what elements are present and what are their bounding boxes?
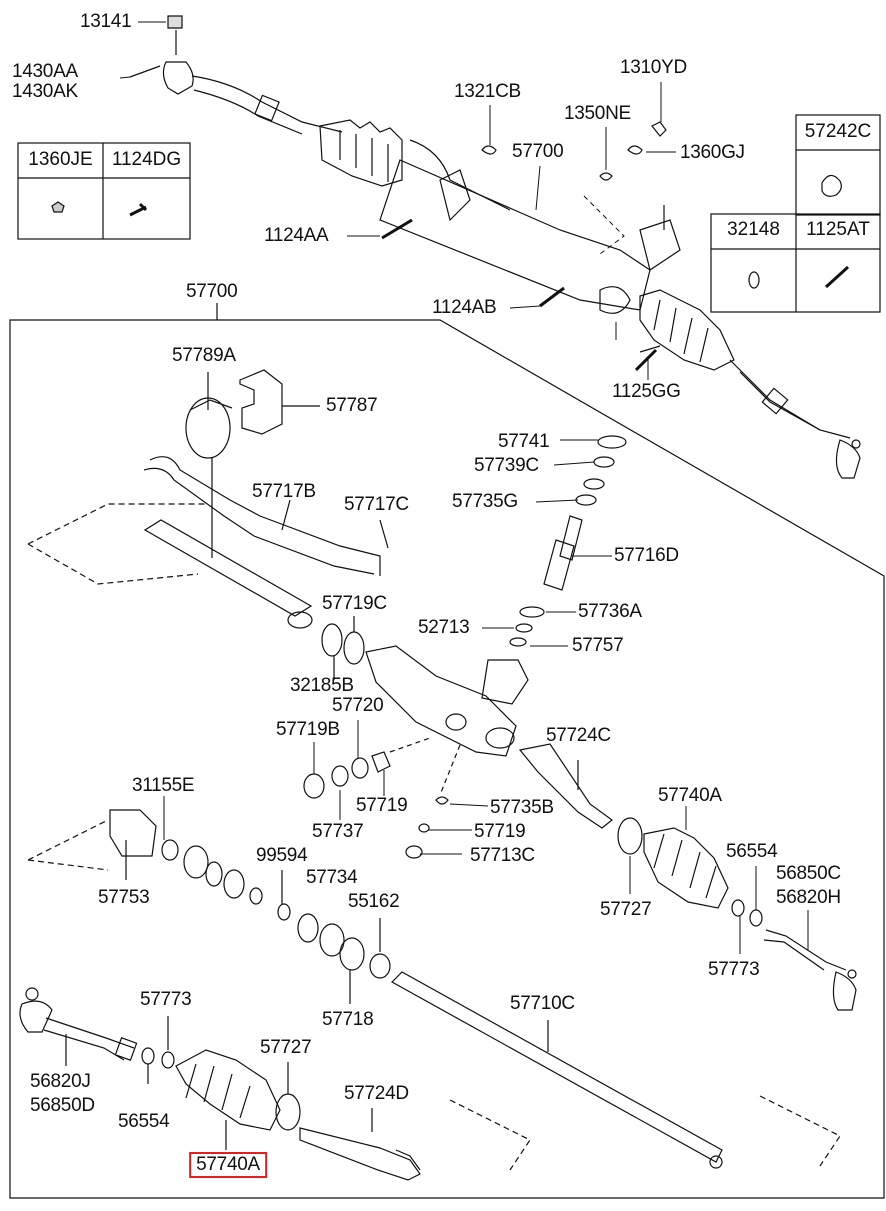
part-callout-57789A[interactable]: 57789A xyxy=(172,345,236,366)
part-callout-57727-right[interactable]: 57727 xyxy=(600,899,652,920)
part-callout-57724D[interactable]: 57724D xyxy=(344,1083,409,1104)
part-callout-13141[interactable]: 13141 xyxy=(80,11,132,32)
part-callout-57700-top[interactable]: 57700 xyxy=(512,141,564,162)
part-callout-57719-mid[interactable]: 57719 xyxy=(356,795,408,816)
exploded-parts xyxy=(19,369,857,1181)
part-callout-1124AA[interactable]: 1124AA xyxy=(264,225,329,246)
part-callout-1124AB[interactable]: 1124AB xyxy=(432,297,497,318)
part-callout-57741[interactable]: 57741 xyxy=(498,431,550,452)
kit-left-col2-label[interactable]: 1124DG xyxy=(111,149,182,170)
part-callout-57737[interactable]: 57737 xyxy=(312,821,364,842)
part-callout-56850C[interactable]: 56850C xyxy=(776,863,841,884)
part-callout-57773-left[interactable]: 57773 xyxy=(140,989,192,1010)
part-callout-57773-right[interactable]: 57773 xyxy=(708,959,760,980)
part-callout-57716D[interactable]: 57716D xyxy=(614,545,679,566)
part-callout-57719-low[interactable]: 57719 xyxy=(474,821,526,842)
part-callout-1430AK[interactable]: 1430AK xyxy=(12,81,78,102)
part-callout-31155E[interactable]: 31155E xyxy=(132,775,195,796)
part-callout-32185B[interactable]: 32185B xyxy=(290,675,354,696)
part-callout-57727-left[interactable]: 57727 xyxy=(260,1037,312,1058)
part-callout-56820J[interactable]: 56820J xyxy=(30,1071,91,1092)
part-callout-57710C[interactable]: 57710C xyxy=(510,993,575,1014)
part-callout-57700-frame[interactable]: 57700 xyxy=(186,281,238,302)
part-callout-1430AA[interactable]: 1430AA xyxy=(12,61,78,82)
part-callout-1321CB[interactable]: 1321CB xyxy=(454,81,521,102)
part-callout-56554-right[interactable]: 56554 xyxy=(726,841,778,862)
part-callout-52713[interactable]: 52713 xyxy=(418,617,470,638)
part-callout-1350NE[interactable]: 1350NE xyxy=(564,103,631,124)
part-callout-1310YD[interactable]: 1310YD xyxy=(620,57,687,78)
part-callout-57757[interactable]: 57757 xyxy=(572,635,624,656)
part-callout-57740A-right[interactable]: 57740A xyxy=(658,785,722,806)
part-callout-57735B[interactable]: 57735B xyxy=(490,797,554,818)
kit-right-col1-label[interactable]: 32148 xyxy=(727,219,780,240)
part-callout-57717B[interactable]: 57717B xyxy=(252,481,316,502)
part-callout-56820H[interactable]: 56820H xyxy=(776,887,841,908)
part-callout-57724C[interactable]: 57724C xyxy=(546,725,611,746)
top-leader-lines xyxy=(119,21,676,380)
kit-right-col2-label[interactable]: 1125AT xyxy=(806,219,870,240)
part-callout-57734[interactable]: 57734 xyxy=(306,867,358,888)
part-callout-57753[interactable]: 57753 xyxy=(98,887,150,908)
part-callout-57720[interactable]: 57720 xyxy=(332,695,384,716)
part-callout-1360GJ[interactable]: 1360GJ xyxy=(680,142,745,163)
part-callout-57739C[interactable]: 57739C xyxy=(474,455,539,476)
part-callout-1125GG[interactable]: 1125GG xyxy=(612,381,681,402)
part-callout-57719C[interactable]: 57719C xyxy=(322,593,387,614)
part-callout-57736A[interactable]: 57736A xyxy=(578,601,642,622)
part-callout-57787[interactable]: 57787 xyxy=(326,395,378,416)
part-callout-57719B[interactable]: 57719B xyxy=(276,719,340,740)
kit-right-top-label[interactable]: 57242C xyxy=(804,121,872,142)
top-steering-rack-assembly xyxy=(129,15,861,479)
kit-box-left xyxy=(17,142,191,240)
part-callout-55162[interactable]: 55162 xyxy=(348,891,400,912)
part-callout-57718[interactable]: 57718 xyxy=(322,1009,374,1030)
exploded-leader-lines xyxy=(163,439,809,954)
exploded-view-frame xyxy=(9,303,885,1199)
part-callout-56850D[interactable]: 56850D xyxy=(30,1095,95,1116)
part-callout-57735G[interactable]: 57735G xyxy=(452,491,518,512)
part-callout-57713C[interactable]: 57713C xyxy=(470,845,535,866)
part-callout-99594[interactable]: 99594 xyxy=(256,845,308,866)
part-callout-56554-left[interactable]: 56554 xyxy=(118,1111,170,1132)
part-callout-57740A-selected[interactable]: 57740A xyxy=(189,1152,267,1178)
kit-box-right xyxy=(710,114,881,313)
part-callout-57717C[interactable]: 57717C xyxy=(344,494,409,515)
kit-left-col1-label[interactable]: 1360JE xyxy=(28,149,93,170)
